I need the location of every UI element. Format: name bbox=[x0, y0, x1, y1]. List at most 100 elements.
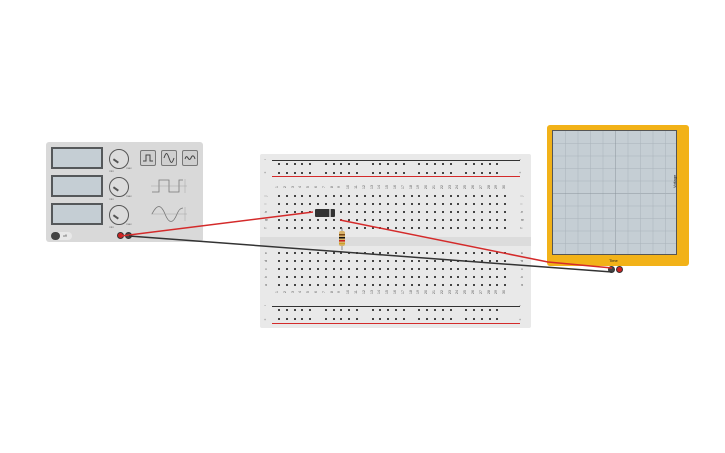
terminal-hole[interactable] bbox=[301, 219, 304, 221]
terminal-hole[interactable] bbox=[309, 203, 312, 205]
rail-hole[interactable] bbox=[278, 172, 280, 174]
terminal-hole[interactable] bbox=[301, 268, 304, 270]
terminal-hole[interactable] bbox=[395, 219, 397, 221]
terminal-hole[interactable] bbox=[309, 276, 312, 278]
terminal-hole[interactable] bbox=[418, 252, 421, 254]
terminal-hole[interactable] bbox=[434, 219, 436, 221]
terminal-hole[interactable] bbox=[340, 195, 343, 197]
terminal-hole[interactable] bbox=[410, 211, 413, 213]
terminal-hole[interactable] bbox=[301, 284, 304, 286]
terminal-hole[interactable] bbox=[324, 203, 327, 205]
rail-hole[interactable] bbox=[480, 309, 483, 311]
terminal-hole[interactable] bbox=[340, 268, 343, 270]
terminal-hole[interactable] bbox=[363, 268, 366, 270]
terminal-hole[interactable] bbox=[371, 284, 374, 286]
terminal-hole[interactable] bbox=[379, 276, 382, 278]
rail-hole[interactable] bbox=[285, 163, 288, 165]
rail-hole[interactable] bbox=[309, 172, 312, 174]
terminal-hole[interactable] bbox=[356, 219, 358, 221]
terminal-hole[interactable] bbox=[278, 219, 280, 221]
terminal-hole[interactable] bbox=[371, 227, 374, 229]
terminal-hole[interactable] bbox=[504, 195, 507, 197]
rail-hole[interactable] bbox=[340, 163, 343, 165]
terminal-hole[interactable] bbox=[434, 260, 436, 262]
terminal-hole[interactable] bbox=[278, 284, 280, 286]
terminal-hole[interactable] bbox=[402, 260, 405, 262]
terminal-hole[interactable] bbox=[410, 227, 413, 229]
rail-hole[interactable] bbox=[301, 163, 304, 165]
rail-hole[interactable] bbox=[418, 318, 421, 320]
red-wire-generator-to-diode[interactable] bbox=[120, 211, 314, 237]
terminal-hole[interactable] bbox=[387, 227, 390, 229]
terminal-hole[interactable] bbox=[324, 252, 327, 254]
terminal-hole[interactable] bbox=[371, 252, 374, 254]
terminal-hole[interactable] bbox=[395, 252, 397, 254]
terminal-hole[interactable] bbox=[387, 276, 390, 278]
dc-offset-knob[interactable] bbox=[109, 205, 129, 225]
terminal-hole[interactable] bbox=[480, 276, 483, 278]
rail-hole[interactable] bbox=[332, 309, 335, 311]
rail-hole[interactable] bbox=[402, 309, 405, 311]
terminal-hole[interactable] bbox=[371, 276, 374, 278]
rail-hole[interactable] bbox=[480, 318, 483, 320]
terminal-hole[interactable] bbox=[324, 219, 327, 221]
terminal-hole[interactable] bbox=[340, 211, 343, 213]
terminal-hole[interactable] bbox=[363, 211, 366, 213]
terminal-hole[interactable] bbox=[371, 260, 374, 262]
terminal-hole[interactable] bbox=[402, 219, 405, 221]
terminal-hole[interactable] bbox=[410, 195, 413, 197]
terminal-hole[interactable] bbox=[480, 203, 483, 205]
terminal-hole[interactable] bbox=[324, 260, 327, 262]
rail-hole[interactable] bbox=[496, 163, 499, 165]
terminal-hole[interactable] bbox=[356, 276, 358, 278]
rail-hole[interactable] bbox=[371, 309, 374, 311]
rail-hole[interactable] bbox=[465, 318, 468, 320]
terminal-hole[interactable] bbox=[278, 211, 280, 213]
terminal-hole[interactable] bbox=[278, 252, 280, 254]
terminal-hole[interactable] bbox=[285, 227, 288, 229]
terminal-hole[interactable] bbox=[434, 227, 436, 229]
rail-hole[interactable] bbox=[332, 163, 335, 165]
rail-hole[interactable] bbox=[434, 309, 436, 311]
terminal-hole[interactable] bbox=[293, 268, 296, 270]
terminal-hole[interactable] bbox=[309, 195, 312, 197]
terminal-hole[interactable] bbox=[426, 260, 429, 262]
terminal-hole[interactable] bbox=[395, 195, 397, 197]
rail-hole[interactable] bbox=[418, 309, 421, 311]
red-wire-diode-to-oscilloscope[interactable] bbox=[339, 219, 613, 269]
terminal-hole[interactable] bbox=[449, 276, 452, 278]
terminal-hole[interactable] bbox=[410, 284, 413, 286]
rail-hole[interactable] bbox=[441, 163, 444, 165]
terminal-hole[interactable] bbox=[418, 276, 421, 278]
rail-hole[interactable] bbox=[465, 309, 468, 311]
terminal-hole[interactable] bbox=[301, 276, 304, 278]
rail-hole[interactable] bbox=[340, 318, 343, 320]
rail-hole[interactable] bbox=[480, 172, 483, 174]
terminal-hole[interactable] bbox=[317, 260, 319, 262]
terminal-hole[interactable] bbox=[301, 227, 304, 229]
terminal-hole[interactable] bbox=[449, 268, 452, 270]
terminal-hole[interactable] bbox=[395, 260, 397, 262]
terminal-hole[interactable] bbox=[504, 227, 507, 229]
rail-hole[interactable] bbox=[418, 163, 421, 165]
terminal-hole[interactable] bbox=[488, 219, 491, 221]
terminal-hole[interactable] bbox=[434, 276, 436, 278]
terminal-hole[interactable] bbox=[449, 227, 452, 229]
terminal-hole[interactable] bbox=[371, 268, 374, 270]
rail-hole[interactable] bbox=[434, 172, 436, 174]
terminal-hole[interactable] bbox=[387, 284, 390, 286]
terminal-hole[interactable] bbox=[441, 203, 444, 205]
rail-hole[interactable] bbox=[309, 163, 312, 165]
terminal-hole[interactable] bbox=[340, 203, 343, 205]
terminal-hole[interactable] bbox=[348, 276, 351, 278]
terminal-hole[interactable] bbox=[301, 252, 304, 254]
rail-hole[interactable] bbox=[473, 309, 475, 311]
terminal-hole[interactable] bbox=[441, 260, 444, 262]
terminal-hole[interactable] bbox=[363, 284, 366, 286]
terminal-hole[interactable] bbox=[480, 219, 483, 221]
rail-hole[interactable] bbox=[285, 318, 288, 320]
rail-hole[interactable] bbox=[340, 172, 343, 174]
terminal-hole[interactable] bbox=[426, 268, 429, 270]
terminal-hole[interactable] bbox=[356, 227, 358, 229]
terminal-hole[interactable] bbox=[278, 203, 280, 205]
